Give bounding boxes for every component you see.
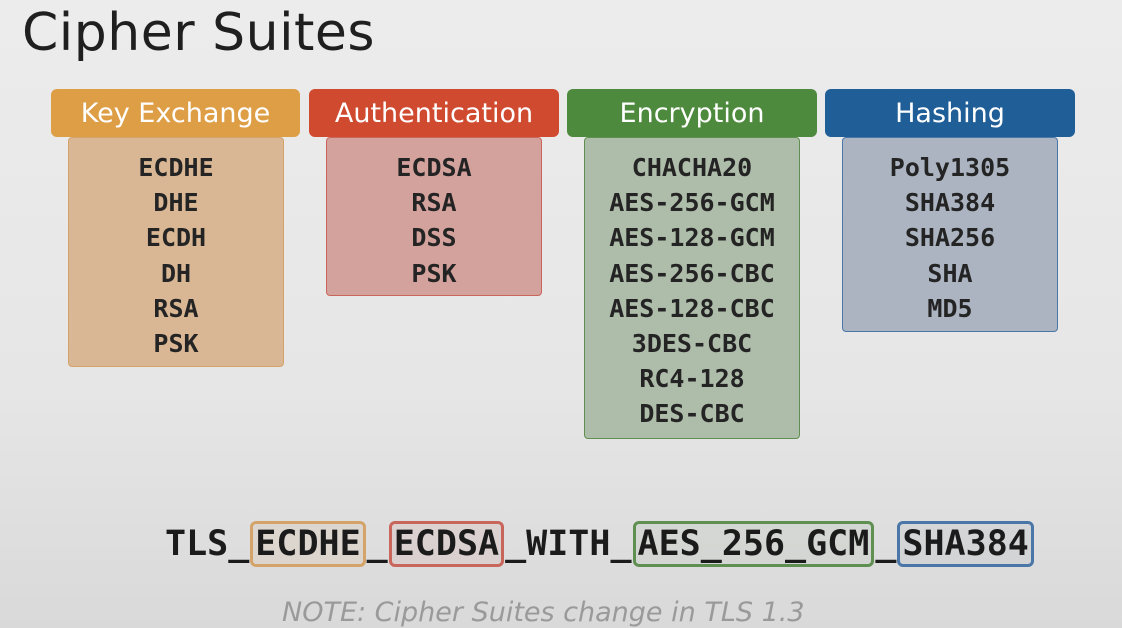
category-list-encryption: CHACHA20 AES-256-GCM AES-128-GCM AES-256… xyxy=(584,137,800,439)
suite-key-exchange: ECDHE xyxy=(250,521,366,567)
list-item: SHA256 xyxy=(904,223,996,253)
list-item: DSS xyxy=(411,223,457,253)
list-item: SHA384 xyxy=(904,188,996,218)
suite-encryption: AES_256_GCM xyxy=(632,521,875,567)
list-item: AES-256-GCM xyxy=(609,188,775,218)
list-item: AES-128-GCM xyxy=(609,223,775,253)
suite-separator: _ xyxy=(366,524,388,564)
list-item: AES-128-CBC xyxy=(609,293,775,323)
tls13-note: NOTE: Cipher Suites change in TLS 1.3 xyxy=(282,597,805,628)
list-item: PSK xyxy=(153,328,199,358)
list-item: RC4-128 xyxy=(639,364,745,394)
list-item: ECDSA xyxy=(396,153,472,182)
category-header-hashing: Hashing xyxy=(825,89,1075,137)
category-list-authentication: ECDSA RSA DSS PSK xyxy=(326,137,542,296)
list-item: DH xyxy=(160,258,192,288)
category-list-hashing: Poly1305 SHA384 SHA256 SHA MD5 xyxy=(842,137,1058,332)
category-header-key-exchange: Key Exchange xyxy=(51,89,300,137)
page-title: Cipher Suites xyxy=(22,3,376,63)
list-item: DHE xyxy=(153,188,199,218)
list-item: ECDHE xyxy=(138,153,214,182)
suite-hashing: SHA384 xyxy=(897,521,1034,567)
list-item: SHA xyxy=(927,258,973,288)
category-header-authentication: Authentication xyxy=(309,89,559,137)
list-item: MD5 xyxy=(927,293,973,323)
list-item: RSA xyxy=(411,188,457,218)
category-header-encryption: Encryption xyxy=(567,89,817,137)
list-item: RSA xyxy=(153,293,199,323)
list-item: PSK xyxy=(411,258,457,288)
suite-separator: _ xyxy=(875,524,897,564)
suite-prefix: TLS_ xyxy=(165,524,250,564)
list-item: DES-CBC xyxy=(639,399,745,429)
list-item: ECDH xyxy=(145,223,207,253)
list-item: 3DES-CBC xyxy=(631,328,753,358)
list-item: AES-256-CBC xyxy=(609,258,775,288)
list-item: CHACHA20 xyxy=(631,153,753,182)
category-list-key-exchange: ECDHE DHE ECDH DH RSA PSK xyxy=(68,137,284,367)
suite-with: _WITH_ xyxy=(505,524,632,564)
list-item: Poly1305 xyxy=(889,153,1011,182)
suite-authentication: ECDSA xyxy=(388,521,505,567)
cipher-suite-example: TLS_ ECDHE _ ECDSA _WITH_ AES_256_GCM _ … xyxy=(165,521,1035,567)
